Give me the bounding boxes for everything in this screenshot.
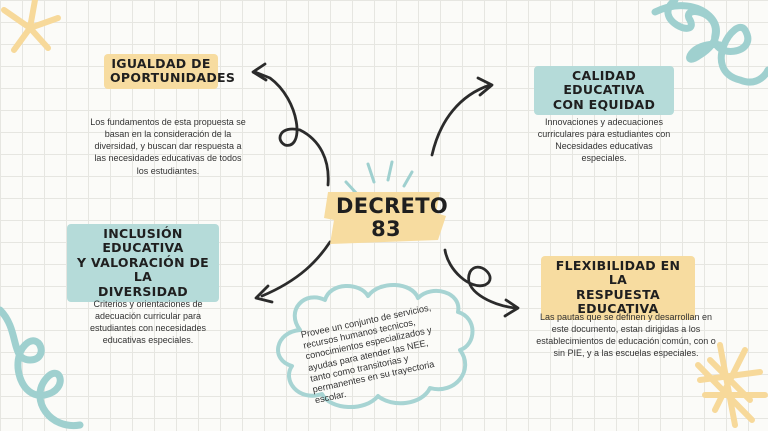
- heading-flexibilidad: FLEXIBILIDAD EN LA RESPUESTA EDUCATIVA: [541, 256, 695, 320]
- arrow-to-calidad: [430, 83, 492, 157]
- center-title: DECRETO 83: [330, 192, 448, 244]
- heading-flexibilidad-line-1: FLEXIBILIDAD EN LA: [555, 258, 681, 288]
- heading-inclusion: INCLUSIÓN EDUCATIVA Y VALORACIÓN DE LA D…: [67, 224, 219, 302]
- center-title-line-2: 83: [371, 217, 401, 242]
- heading-flexibilidad-line-2: RESPUESTA EDUCATIVA: [576, 286, 660, 317]
- yellow-star-decoration: [1, 0, 61, 53]
- teal-squiggle-decoration: [651, 0, 768, 86]
- heading-igualdad-line-2: OPORTUNIDADES: [110, 70, 236, 86]
- heading-igualdad: IGUALDAD DE OPORTUNIDADES: [104, 54, 236, 89]
- arrow-to-igualdad: [253, 70, 330, 187]
- arrowhead-igualdad: [251, 62, 268, 82]
- heading-inclusion-line-1: INCLUSIÓN EDUCATIVA: [102, 226, 184, 256]
- heading-calidad: CALIDAD EDUCATIVA CON EQUIDAD: [534, 66, 674, 116]
- teal-squiggle-decoration-bottom: [0, 306, 84, 429]
- arrowhead-calidad: [476, 76, 494, 97]
- arrows-group: [251, 62, 520, 318]
- center-title-line-1: DECRETO: [336, 194, 448, 218]
- arrow-to-inclusion: [260, 240, 332, 298]
- center-highlight: [324, 192, 446, 244]
- arrow-to-flexibilidad: [443, 248, 517, 310]
- cloud-outline: [276, 282, 475, 410]
- heading-calidad-line-1: CALIDAD EDUCATIVA: [563, 68, 645, 98]
- heading-calidad-line-2: CON EQUIDAD: [552, 96, 656, 112]
- text-calidad: Innovaciones y adecuaciones curriculares…: [537, 117, 671, 164]
- heading-inclusion-line-3: DIVERSIDAD: [98, 283, 188, 299]
- text-inclusion: Criterios y orientaciones de adecuación …: [89, 299, 207, 346]
- heading-igualdad-line-1: IGUALDAD DE: [111, 56, 211, 71]
- text-igualdad: Los fundamentos de esta propuesta se bas…: [90, 117, 246, 176]
- teal-sparks-decoration: [344, 160, 414, 197]
- arrowhead-flexibilidad: [503, 298, 520, 318]
- arrowhead-inclusion: [254, 284, 274, 304]
- text-flexibilidad: Las pautas que se definen y desarrollan …: [536, 312, 716, 359]
- heading-inclusion-line-2: Y VALORACIÓN DE LA: [76, 254, 210, 285]
- yellow-scribble-decoration: [695, 342, 768, 428]
